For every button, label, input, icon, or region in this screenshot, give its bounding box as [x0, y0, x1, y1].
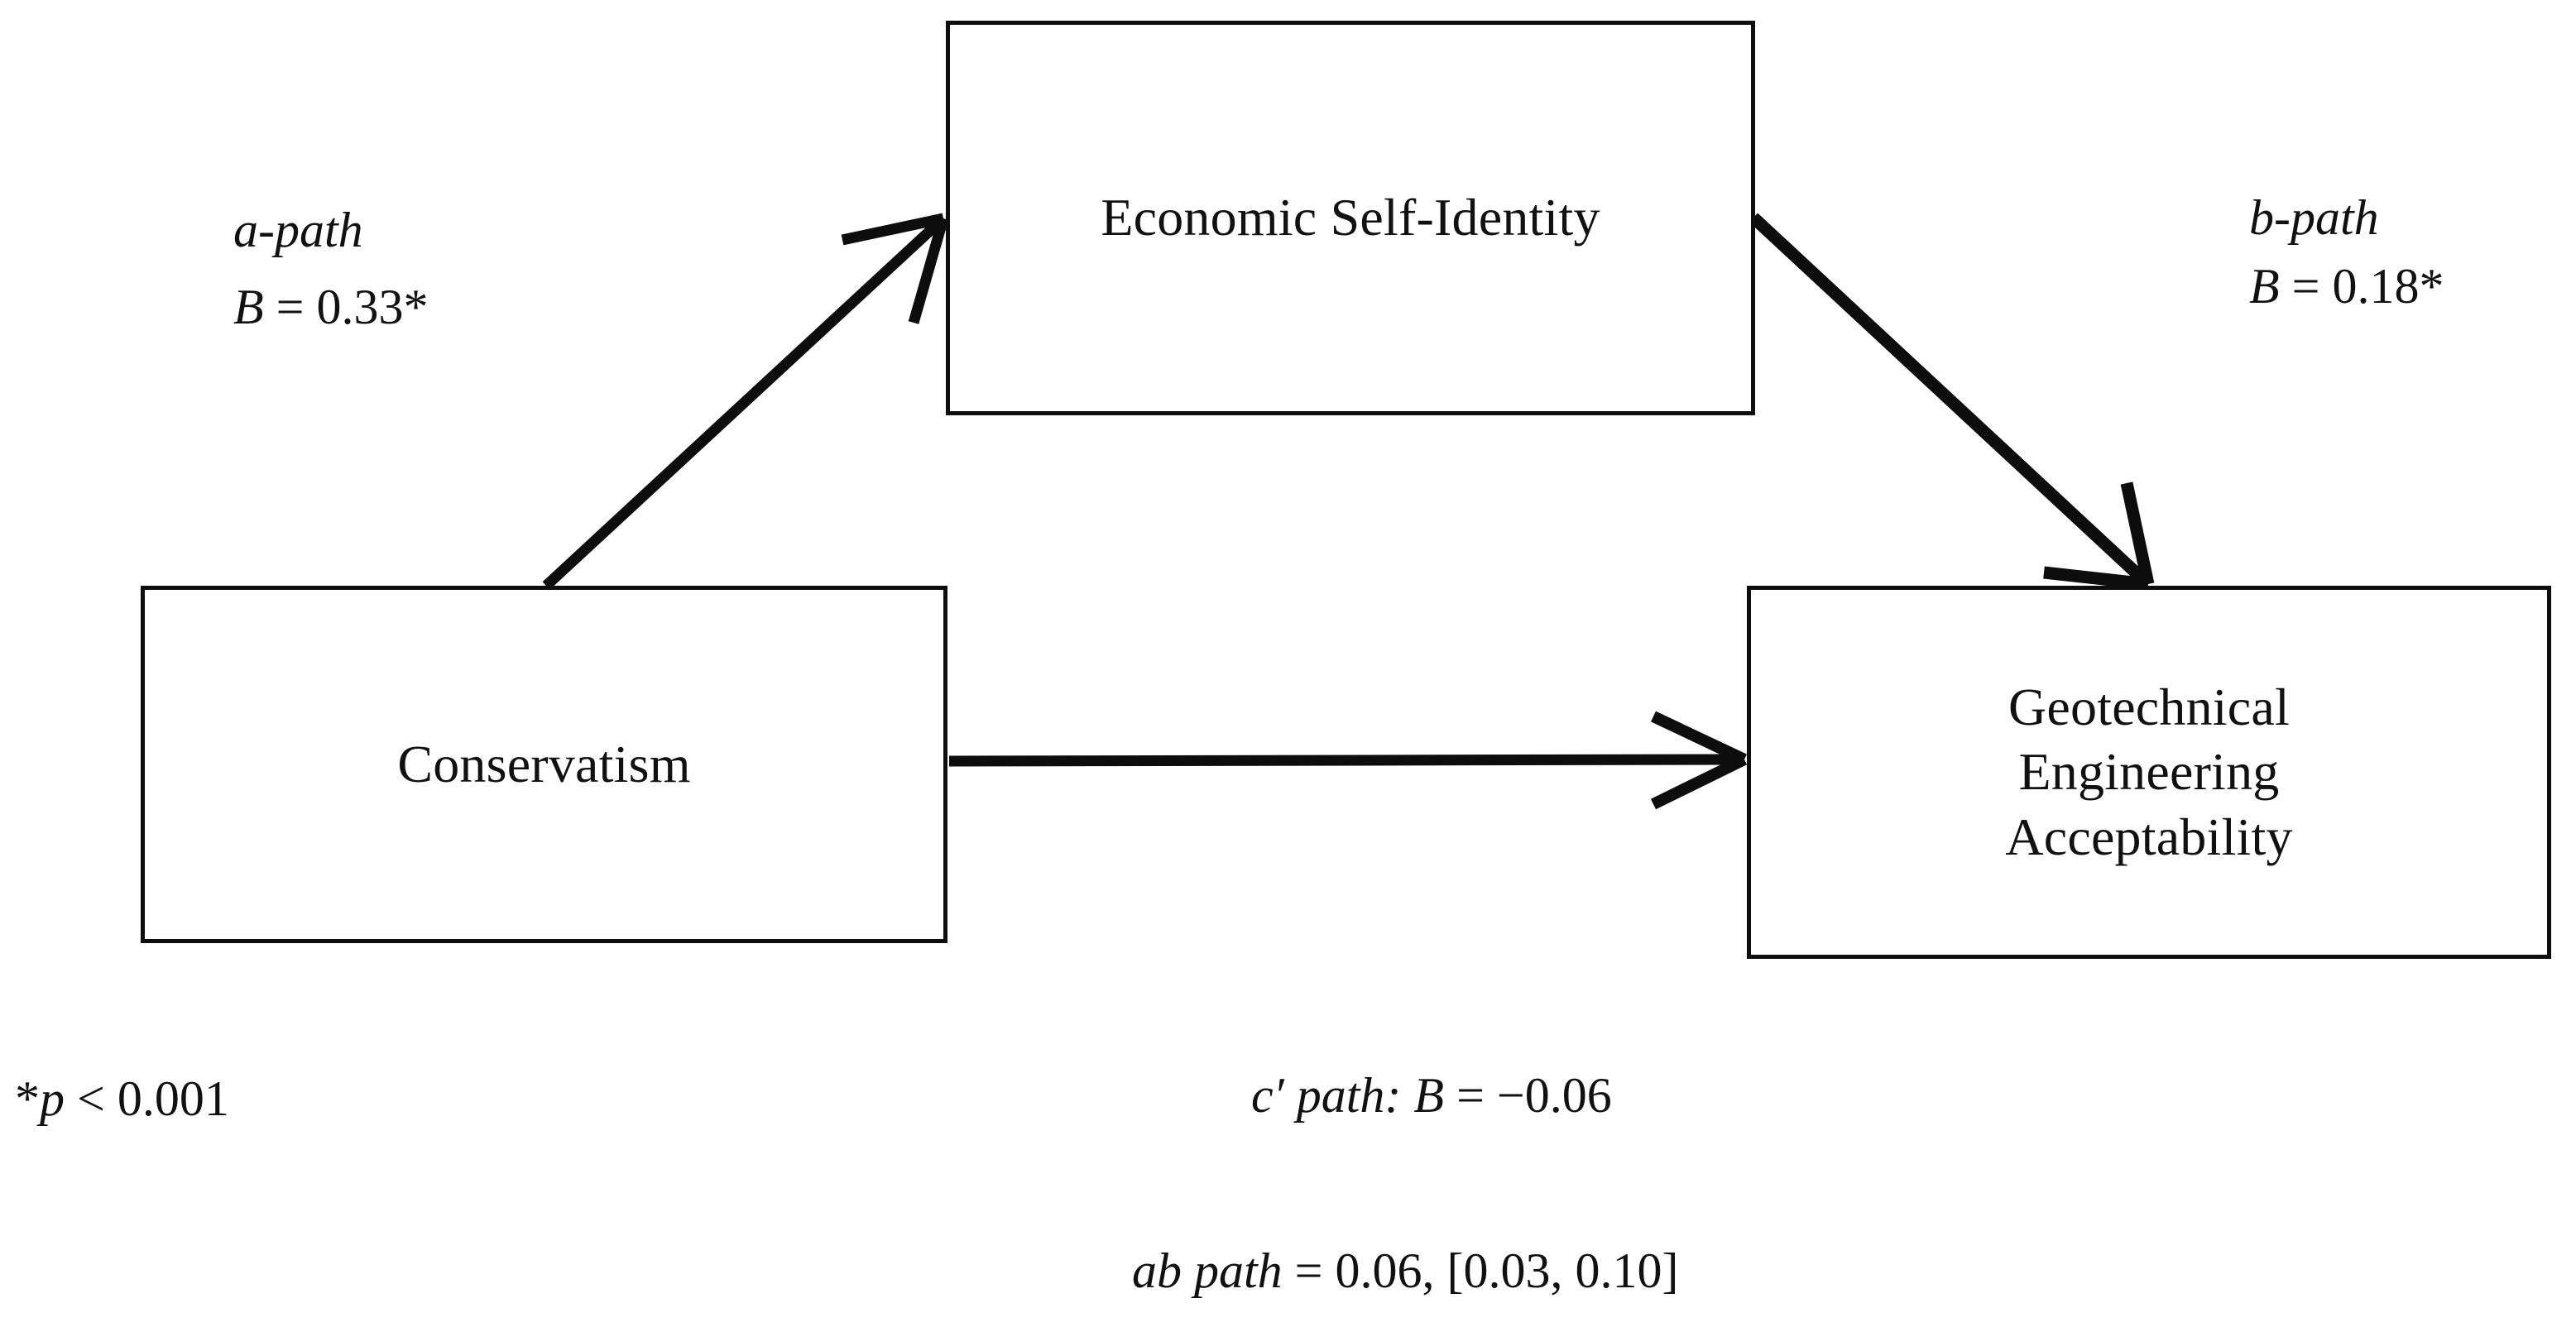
b-path-label-group: b-path B = 0.18*: [2249, 186, 2444, 319]
node-economic-self-identity[interactable]: Economic Self-Identity: [946, 21, 1755, 415]
ab-path-value: = 0.06, [0.03, 0.10]: [1282, 1243, 1679, 1298]
c-prime-path-arrow: [948, 711, 1748, 810]
b-path-coefficient-value: = 0.18*: [2279, 258, 2444, 314]
a-path-coefficient-symbol: B: [233, 279, 264, 334]
significance-threshold: < 0.001: [65, 1071, 229, 1126]
c-prime-path-value: = −0.06: [1444, 1068, 1612, 1123]
c-prime-path-note: c′ path: B = −0.06: [1251, 1066, 1612, 1125]
node-label-mediator: Economic Self-Identity: [1101, 188, 1600, 247]
node-label-predictor: Conservatism: [397, 734, 691, 793]
ab-path-name: ab path: [1132, 1243, 1283, 1298]
significance-note: *p < 0.001: [15, 1069, 229, 1128]
b-path-arrow: [1749, 213, 2155, 591]
significance-p-symbol: p: [40, 1071, 65, 1126]
ab-path-note: ab path = 0.06, [0.03, 0.10]: [1132, 1241, 1678, 1301]
node-conservatism[interactable]: Conservatism: [141, 586, 947, 943]
b-path-name: b-path: [2249, 190, 2379, 245]
a-path-label-group: a-path B = 0.33*: [233, 199, 429, 339]
a-path-name: a-path: [233, 203, 363, 257]
b-path-coefficient: B = 0.18*: [2249, 255, 2444, 319]
node-geotechnical-engineering-acceptability[interactable]: Geotechnical Engineering Acceptability: [1747, 586, 2551, 959]
b-path-coefficient-symbol: B: [2249, 258, 2280, 314]
a-path-coefficient: B = 0.33*: [233, 275, 429, 339]
a-path-arrow: [542, 213, 949, 590]
c-prime-path-name: c′ path: B: [1251, 1068, 1445, 1123]
significance-asterisk: *: [15, 1071, 40, 1126]
node-label-outcome: Geotechnical Engineering Acceptability: [2005, 678, 2293, 866]
a-path-coefficient-value: = 0.33*: [263, 279, 429, 334]
